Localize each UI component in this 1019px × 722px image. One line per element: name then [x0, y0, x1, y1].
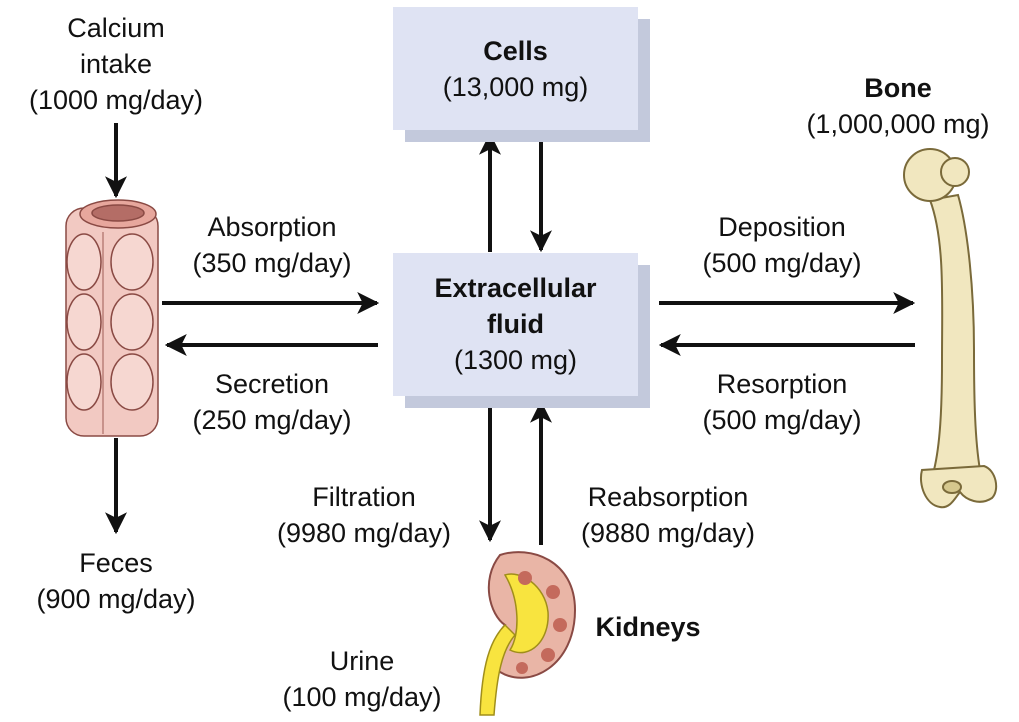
calcium-intake-label: Calcium intake (1000 mg/day): [29, 10, 203, 118]
filtration-amount: (9980 mg/day): [276, 518, 452, 548]
absorption-amount: (350 mg/day): [192, 248, 352, 278]
bone-icon: [903, 148, 998, 509]
feces-amount: (900 mg/day): [36, 584, 196, 614]
deposition-text: Deposition: [718, 212, 846, 242]
deposition-label: Deposition (500 mg/day): [702, 209, 861, 281]
secretion-text: Secretion: [214, 369, 330, 399]
deposition-amount: (500 mg/day): [702, 248, 862, 278]
urine-text: Urine: [329, 646, 395, 676]
bone-title: Bone: [864, 73, 932, 103]
absorption-label: Absorption (350 mg/day): [192, 209, 351, 281]
ecf-title-line1: Extracellular: [434, 273, 597, 303]
cells-title: Cells: [483, 36, 548, 66]
ecf-amount: (1300 mg): [453, 345, 578, 375]
absorption-text: Absorption: [207, 212, 337, 242]
reabsorption-text: Reabsorption: [587, 482, 749, 512]
extracellular-fluid-box: Extracellular fluid (1300 mg): [393, 253, 638, 396]
filtration-text: Filtration: [312, 482, 416, 512]
intake-line2: intake: [79, 49, 153, 79]
arrows: [105, 123, 916, 545]
feces-label: Feces (900 mg/day): [36, 545, 195, 617]
intake-line1: Calcium: [67, 13, 165, 43]
reabsorption-amount: (9880 mg/day): [580, 518, 756, 548]
kidneys-label: Kidneys: [595, 612, 701, 642]
feces-text: Feces: [79, 548, 153, 578]
reabsorption-label: Reabsorption (9880 mg/day): [581, 479, 755, 551]
filtration-label: Filtration (9980 mg/day): [277, 479, 451, 551]
resorption-text: Resorption: [716, 369, 848, 399]
bone-label: Bone (1,000,000 mg): [806, 70, 989, 142]
bone-amount: (1,000,000 mg): [806, 109, 990, 139]
kidney-icon: [479, 551, 577, 716]
resorption-label: Resorption (500 mg/day): [702, 366, 861, 438]
ecf-title-line2: fluid: [487, 309, 544, 339]
intestine-icon: [65, 199, 159, 437]
resorption-amount: (500 mg/day): [702, 405, 862, 435]
secretion-amount: (250 mg/day): [192, 405, 352, 435]
urine-label: Urine (100 mg/day): [282, 643, 441, 715]
cells-amount: (13,000 mg): [442, 72, 589, 102]
intake-amount: (1000 mg/day): [28, 85, 204, 115]
urine-amount: (100 mg/day): [282, 682, 442, 712]
cells-box: Cells (13,000 mg): [393, 7, 638, 130]
secretion-label: Secretion (250 mg/day): [192, 366, 351, 438]
